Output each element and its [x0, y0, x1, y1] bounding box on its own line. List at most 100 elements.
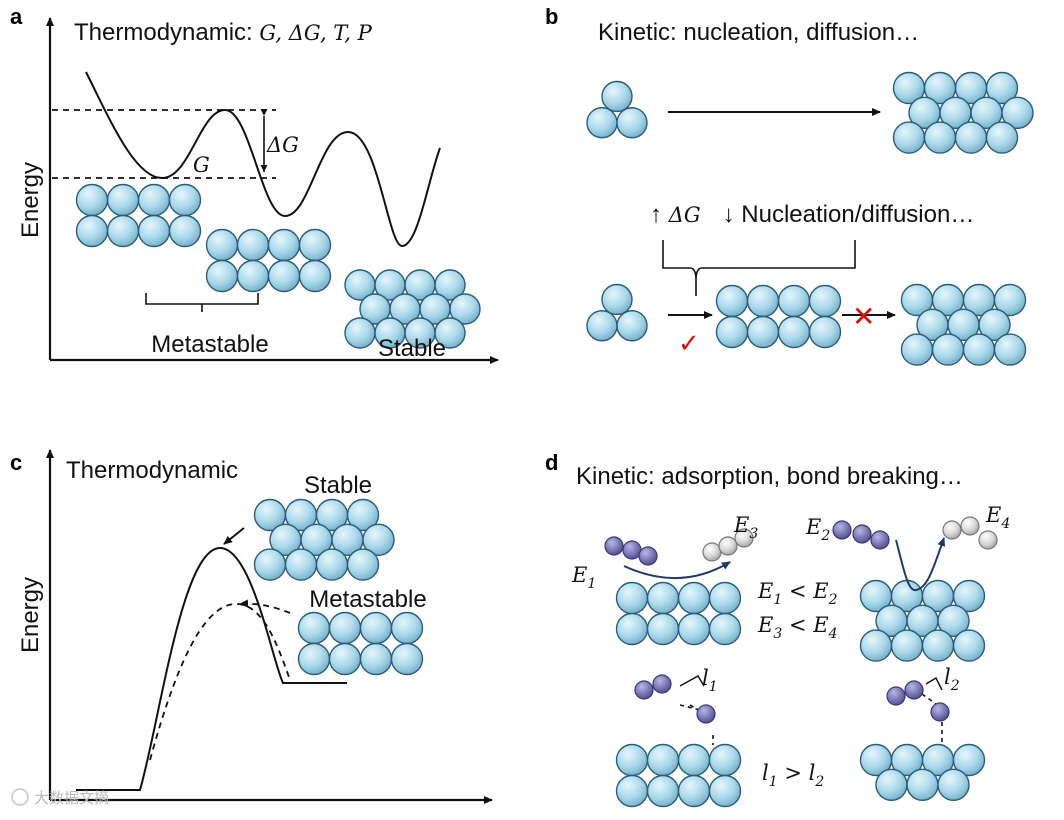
atom-blue — [253, 548, 287, 581]
atom-blue — [1001, 96, 1034, 130]
atom-blue — [616, 310, 648, 342]
atom-blue — [267, 259, 301, 293]
panel-b-condition: ↑ ΔG↓ Nucleation/diffusion… — [650, 201, 974, 228]
panel-d-l1: l1 — [702, 666, 718, 695]
atom-blue — [985, 71, 1019, 105]
atom-blue — [615, 743, 649, 777]
atom-blue — [267, 228, 301, 262]
panel-b-check-icon: ✓ — [678, 329, 700, 359]
panel-a-title-math: G, ΔG, T, P — [259, 21, 372, 45]
atom-blue — [601, 283, 633, 316]
atom-purple — [904, 680, 924, 700]
atom-white — [718, 536, 738, 556]
panel-a-lattice-metastable-1 — [75, 183, 202, 248]
atom-blue — [205, 228, 239, 262]
panel-c-metastable-label: Metastable — [309, 586, 426, 613]
panel-a-lattice-metastable-2 — [205, 228, 332, 293]
atom-blue — [346, 498, 380, 532]
atom-blue — [708, 774, 742, 808]
atom-blue — [390, 611, 424, 645]
atom-blue — [434, 269, 466, 301]
atom-purple — [622, 540, 642, 560]
atom-blue — [952, 629, 986, 662]
panel-b-stable-lattice-bottom — [900, 283, 1027, 366]
panel-c-ylabel: Energy — [17, 577, 44, 653]
panel-d-ineq-E3-E4: E3 < E4 — [757, 613, 837, 642]
atom-blue — [777, 315, 811, 349]
atom-blue — [962, 333, 996, 366]
panel-a-metastable-label: Metastable — [151, 331, 268, 358]
panel-d-arrow-right — [895, 537, 946, 591]
atom-blue — [677, 774, 711, 808]
atom-purple — [638, 546, 658, 566]
atom-blue — [985, 121, 1019, 154]
atom-blue — [746, 315, 780, 349]
panel-d: d Kinetic: adsorption, bond breaking… E1… — [545, 450, 1010, 808]
panel-d-l1-bracket — [679, 675, 705, 687]
atom-blue — [616, 107, 648, 139]
panel-a-delta-g-label: ΔG — [266, 133, 299, 157]
atom-white — [734, 528, 754, 548]
panel-b-cross-icon: ✕ — [852, 300, 875, 333]
atom-white — [942, 520, 962, 540]
panel-b-letter: b — [545, 4, 558, 29]
panel-a-title-text: Thermodynamic: — [74, 19, 259, 46]
atom-blue — [646, 743, 680, 777]
atom-white — [978, 530, 998, 550]
atom-blue — [236, 259, 270, 293]
panel-d-title: Kinetic: adsorption, bond breaking… — [576, 463, 963, 490]
panel-d-surface-left-bottom — [615, 743, 742, 808]
panel-b-brace — [662, 240, 856, 296]
atom-blue — [298, 259, 332, 293]
panel-b-cluster-top — [586, 80, 648, 139]
panel-a-metastable-brace — [145, 293, 259, 312]
panel-a-letter: a — [10, 4, 23, 29]
atom-white — [702, 542, 722, 562]
atom-blue — [205, 259, 239, 293]
atom-blue — [297, 642, 331, 676]
atom-blue — [746, 284, 780, 318]
panel-b-condition-dg: ΔG — [668, 203, 701, 227]
panel-a-ylabel: Energy — [17, 162, 44, 238]
atom-blue — [586, 310, 618, 342]
atom-blue — [75, 214, 109, 248]
panel-c-metastable-lattice — [297, 611, 424, 676]
atom-blue — [328, 642, 362, 676]
panel-c-letter: c — [10, 450, 22, 475]
atom-purple — [634, 680, 654, 700]
atom-blue — [137, 183, 171, 217]
atom-blue — [931, 333, 965, 366]
atom-blue — [921, 629, 955, 662]
atom-blue — [601, 80, 633, 113]
panel-d-E1: E1 — [571, 563, 596, 592]
panel-b-metastable-lattice — [715, 284, 842, 349]
panel-d-purple-molecule-2 — [832, 520, 890, 550]
panel-a-g-label: G — [193, 153, 210, 177]
panel-a-stable-label: Stable — [378, 335, 446, 362]
panel-d-surface-left-top — [615, 581, 742, 646]
atom-blue — [359, 642, 393, 676]
atom-blue — [137, 214, 171, 248]
atom-blue — [677, 581, 711, 615]
panel-c-title: Thermodynamic — [66, 457, 238, 484]
atom-blue — [715, 284, 749, 318]
atom-blue — [892, 121, 926, 154]
atom-blue — [315, 548, 349, 581]
atom-blue — [900, 333, 934, 366]
atom-blue — [906, 768, 939, 801]
atom-blue — [978, 308, 1011, 341]
panel-d-ineq-E1-E2: E1 < E2 — [757, 579, 838, 608]
atom-blue — [75, 183, 109, 217]
atom-blue — [586, 107, 618, 139]
panel-c-arrow-metastable — [239, 599, 291, 614]
atom-blue — [777, 284, 811, 318]
panel-b-stable-lattice-top — [892, 71, 1034, 154]
atom-blue — [390, 642, 424, 676]
atom-blue — [677, 612, 711, 646]
atom-blue — [346, 548, 380, 581]
panel-d-white-molecule-1 — [702, 528, 754, 562]
atom-blue — [677, 743, 711, 777]
panel-d-E4: E4 — [985, 503, 1010, 532]
atom-blue — [708, 612, 742, 646]
